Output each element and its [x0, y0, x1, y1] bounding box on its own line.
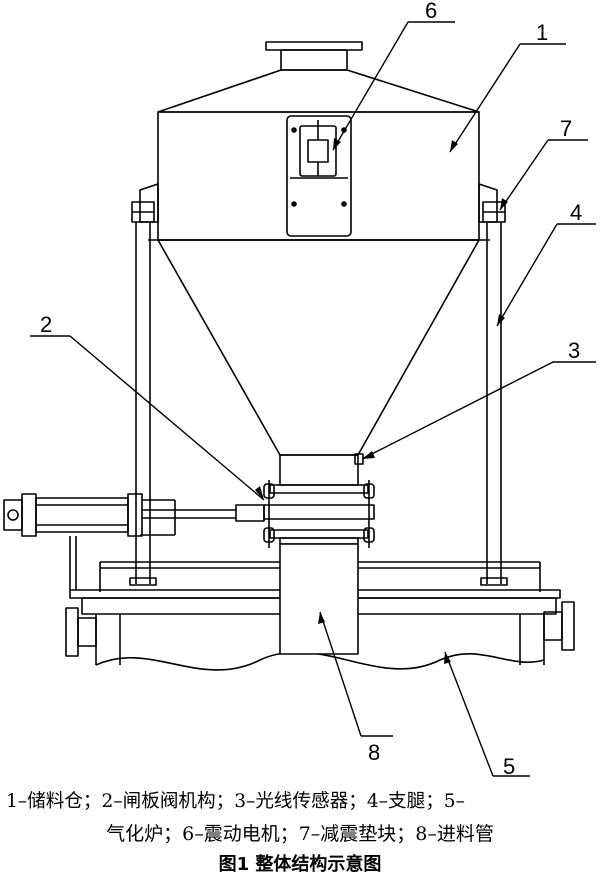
caption-line-2: 气化炉；6–震动电机；7–减震垫块；8–进料管 [106, 823, 494, 845]
gate-valve [263, 454, 375, 548]
structure-diagram: 6 1 7 4 3 2 8 5 [3, 0, 596, 779]
actuator-cylinder [3, 493, 265, 590]
inlet-flange [265, 41, 363, 71]
caption-line-1: 1–储料仓；2–闸板阀机构；3–光线传感器；4–支腿；5– [6, 791, 465, 812]
support-leg-right [480, 222, 508, 586]
label-1: 1 [536, 20, 548, 45]
vibration-motor [286, 115, 352, 237]
leader-lines [30, 21, 596, 777]
label-4: 4 [570, 200, 582, 225]
figure-title: 图1 整体结构示意图 [218, 854, 382, 875]
label-6: 6 [425, 0, 437, 23]
label-5: 5 [503, 754, 515, 779]
support-leg-left [129, 222, 157, 586]
damping-pad-left [131, 183, 159, 223]
label-2: 2 [40, 312, 52, 337]
feed-pipe [279, 543, 359, 655]
label-7: 7 [560, 116, 572, 141]
arrowheads [255, 138, 508, 664]
label-3: 3 [568, 338, 580, 363]
damping-pad-right [478, 183, 506, 223]
storage-bin [148, 69, 490, 456]
label-8: 8 [368, 740, 380, 765]
